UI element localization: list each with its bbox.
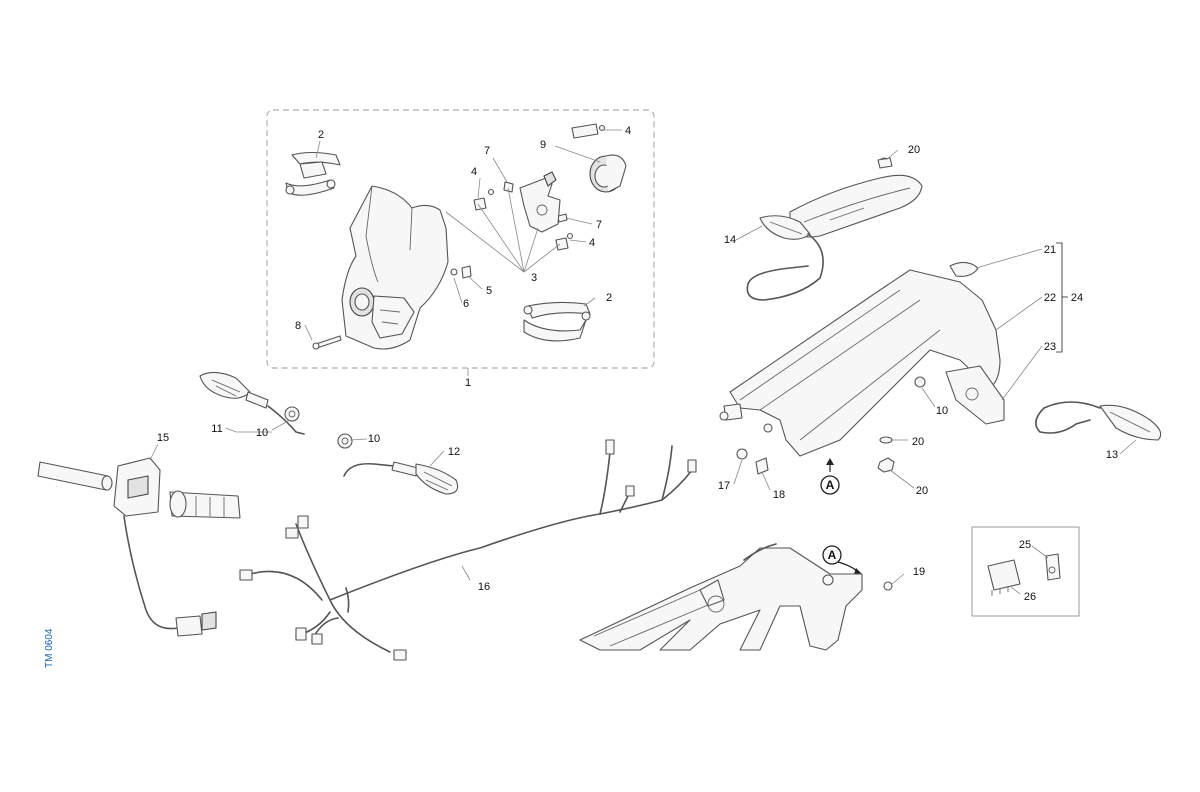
headlight-bracket-lower [523, 301, 591, 342]
wiring-harness [239, 439, 697, 661]
callout-20-mid: 20 [912, 436, 924, 448]
relay-kit [971, 526, 1080, 617]
leader-lines [149, 129, 1137, 595]
callout-3: 3 [531, 272, 537, 284]
callout-2-upper: 2 [318, 129, 324, 141]
callout-6: 6 [463, 298, 469, 310]
callout-15: 15 [157, 432, 169, 444]
handlebar-switch [37, 457, 241, 637]
callout-4-top: 4 [625, 125, 631, 137]
switch-9 [571, 123, 627, 193]
callout-13: 13 [1106, 449, 1118, 461]
callout-2-lower: 2 [606, 292, 612, 304]
callout-21: 21 [1044, 244, 1056, 256]
callout-10-rear: 10 [936, 405, 948, 417]
callout-10-front-left: 10 [256, 427, 268, 439]
callout-24: 24 [1071, 292, 1083, 304]
screw-8 [312, 335, 342, 350]
callout-labels: 1 2 2 3 4 4 4 5 6 7 7 8 9 10 10 10 11 12… [157, 125, 1118, 603]
reference-a-upper-label: A [826, 478, 835, 492]
reference-a-lower-label: A [828, 548, 837, 562]
callout-4-left: 4 [471, 166, 477, 178]
turn-indicator-front-right [337, 433, 459, 495]
drawing-code: TM 0604 [44, 628, 55, 668]
callout-8: 8 [295, 320, 301, 332]
callout-4-right: 4 [589, 237, 595, 249]
headlight-small-parts [450, 181, 574, 279]
headlight-support [519, 171, 561, 233]
callout-5: 5 [486, 285, 492, 297]
callout-25: 25 [1019, 539, 1031, 551]
callout-17: 17 [718, 480, 730, 492]
callout-12: 12 [448, 446, 460, 458]
headlight-bracket-upper [285, 151, 341, 196]
callout-3-leaders [445, 187, 561, 273]
callout-26: 26 [1024, 591, 1036, 603]
callout-16: 16 [478, 581, 490, 593]
callout-20-top: 20 [908, 144, 920, 156]
callout-7-top: 7 [484, 145, 490, 157]
headlight-mask [341, 185, 449, 350]
callout-23: 23 [1044, 341, 1056, 353]
callout-1: 1 [465, 377, 471, 389]
callout-9: 9 [540, 139, 546, 151]
callout-19: 19 [913, 566, 925, 578]
reference-a-upper [820, 458, 840, 495]
rear-fender-assembly [723, 157, 1005, 457]
headlight-kit-group [266, 109, 655, 376]
motorcycle-frame [579, 543, 893, 651]
turn-indicator-rear-left [746, 215, 824, 301]
reference-a-lower [822, 545, 862, 574]
rear-hardware [719, 157, 895, 475]
callout-10-front-right: 10 [368, 433, 380, 445]
callout-11: 11 [211, 423, 222, 435]
callout-22: 22 [1044, 292, 1056, 304]
callout-20-bottom: 20 [916, 485, 928, 497]
turn-indicator-rear-right [1035, 401, 1162, 441]
callout-14: 14 [724, 234, 736, 246]
callout-18: 18 [773, 489, 785, 501]
callout-7-right: 7 [596, 219, 602, 231]
turn-indicator-front-left [199, 371, 305, 435]
